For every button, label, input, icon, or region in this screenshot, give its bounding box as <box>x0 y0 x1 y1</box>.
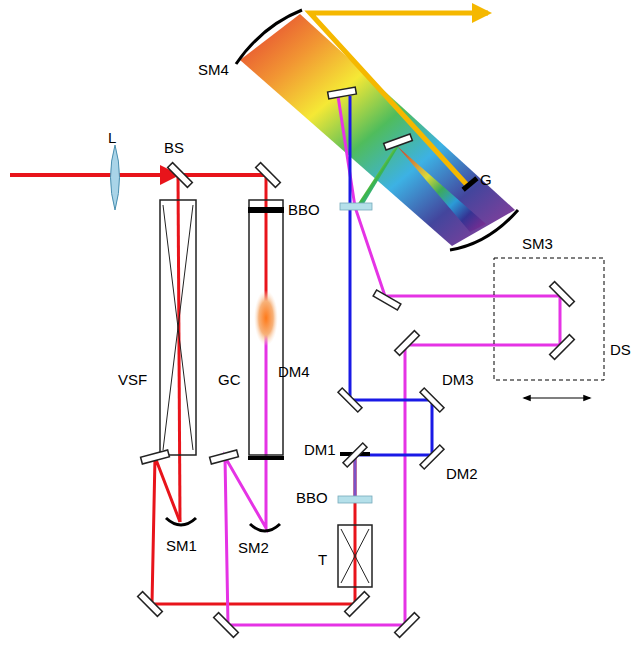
mirror <box>395 613 420 638</box>
part-label: DS <box>610 342 631 359</box>
tube-cross <box>341 529 369 583</box>
plasma <box>254 290 278 346</box>
part-label: SM1 <box>166 538 197 555</box>
bbo-crystal <box>338 496 372 503</box>
mirror <box>395 331 420 356</box>
part-label: BBO <box>296 490 328 507</box>
part-label: VSF <box>118 372 147 389</box>
part-label: SM2 <box>238 540 269 557</box>
mirror <box>210 450 239 464</box>
output-beam <box>310 13 488 186</box>
mirror <box>328 87 357 99</box>
delay-stage <box>494 258 604 380</box>
dichroic-mirror <box>420 445 444 469</box>
bbo-crystal <box>248 207 284 213</box>
blue-beam <box>350 96 432 455</box>
laser-beam <box>152 455 355 604</box>
mirror <box>256 163 281 188</box>
gc-tube <box>249 200 283 455</box>
mirror <box>345 592 370 617</box>
mirror <box>373 290 401 310</box>
mirror <box>550 282 575 307</box>
part-label: DM3 <box>442 372 474 389</box>
input-beam <box>10 173 176 177</box>
beam-splitter <box>168 163 193 188</box>
mirror <box>141 450 170 464</box>
telescope <box>338 525 372 587</box>
laser-beam <box>178 175 180 522</box>
lens <box>111 145 120 210</box>
part-label: L <box>108 130 116 147</box>
spectrum-fan <box>357 144 400 207</box>
part-label: DM1 <box>304 442 336 459</box>
dichroic-mirror <box>343 443 367 467</box>
spherical-mirror <box>450 210 518 250</box>
mirror <box>214 613 239 638</box>
part-label: T <box>318 552 327 569</box>
vsf-tube <box>160 200 196 455</box>
doubled-beam <box>354 455 357 500</box>
spectrum-band <box>240 14 515 246</box>
dichroic-mirror <box>420 388 444 412</box>
part-label: DM4 <box>278 364 310 381</box>
part-label: SM4 <box>198 62 229 79</box>
part-label: BBO <box>288 202 320 219</box>
spherical-mirror <box>250 524 280 531</box>
part-label: G <box>480 172 492 189</box>
crystal <box>340 203 372 210</box>
aperture <box>248 456 284 460</box>
mirror <box>550 335 575 360</box>
part-label: BS <box>164 140 184 157</box>
mirror <box>138 592 163 617</box>
spherical-mirror <box>166 518 196 525</box>
broadband-beam <box>225 96 560 625</box>
tube-cross <box>163 205 193 450</box>
part-label: SM3 <box>522 236 553 253</box>
part-label: DM2 <box>446 466 478 483</box>
dichroic-mirror <box>338 388 362 412</box>
translation-arrow <box>524 397 590 398</box>
grating <box>461 176 478 191</box>
mirror <box>384 134 413 150</box>
part-label: GC <box>218 372 241 389</box>
laser-beam <box>180 173 268 177</box>
spherical-mirror <box>236 10 302 64</box>
